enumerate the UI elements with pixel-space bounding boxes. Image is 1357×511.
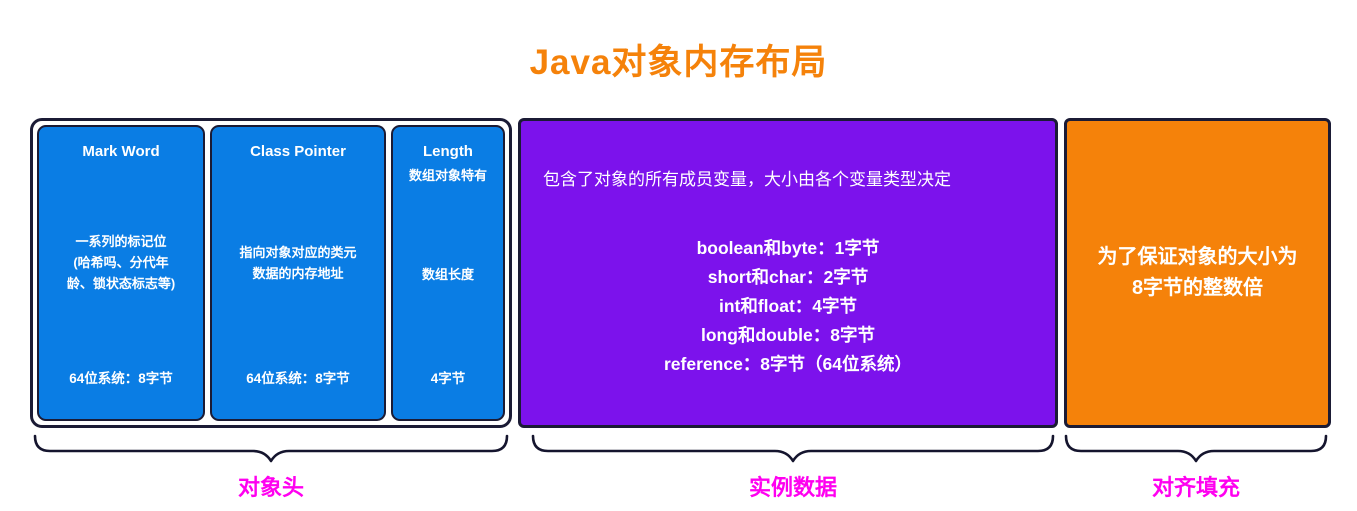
class-pointer-desc: 指向对象对应的类元 数据的内存地址	[239, 244, 357, 281]
instance-data-intro: 包含了对象的所有成员变量，大小由各个变量类型决定	[543, 170, 951, 189]
object-header-underbrace	[32, 433, 510, 463]
mark-word-box: Mark Word 一系列的标记位 (哈希吗、分代年 龄、锁状态标志等) 64位…	[37, 125, 205, 421]
type-size-line: long和double：8字节	[700, 325, 876, 345]
mark-word-desc: 一系列的标记位 (哈希吗、分代年 龄、锁状态标志等)	[66, 234, 176, 291]
object-header-group: Mark Word 一系列的标记位 (哈希吗、分代年 龄、锁状态标志等) 64位…	[30, 118, 512, 428]
length-title: Length	[422, 143, 473, 160]
class-pointer-box: Class Pointer 指向对象对应的类元 数据的内存地址 64位系统：8字…	[210, 125, 386, 421]
alignment-padding-underbrace	[1063, 433, 1329, 463]
instance-data-box: 包含了对象的所有成员变量，大小由各个变量类型决定 boolean和byte：1字…	[518, 118, 1058, 428]
instance-data-type-list: boolean和byte：1字节 short和char：2字节 int和floa…	[543, 234, 1033, 379]
length-subtitle: 数组对象特有	[408, 168, 487, 183]
mark-word-size: 64位系统：8字节	[69, 370, 173, 386]
length-box: Length 数组对象特有 数组长度 4字节	[391, 125, 505, 421]
length-size: 4字节	[430, 370, 466, 386]
class-pointer-size: 64位系统：8字节	[246, 371, 350, 386]
mark-word-title: Mark Word	[82, 143, 160, 160]
type-size-line: reference：8字节（64位系统）	[664, 354, 912, 374]
type-size-line: short和char：2字节	[707, 267, 869, 287]
class-pointer-title: Class Pointer	[250, 143, 346, 160]
diagram-title: Java对象内存布局	[529, 43, 828, 82]
alignment-padding-box: 为了保证对象的大小为 8字节的整数倍	[1064, 118, 1331, 428]
memory-layout-row: Mark Word 一系列的标记位 (哈希吗、分代年 龄、锁状态标志等) 64位…	[30, 118, 1331, 428]
length-title-block: Length 数组对象特有	[409, 143, 487, 184]
length-desc: 数组长度	[421, 267, 474, 283]
instance-data-label: 实例数据	[748, 475, 837, 500]
object-header-label: 对象头	[237, 475, 304, 500]
type-size-line: boolean和byte：1字节	[696, 238, 880, 258]
instance-data-underbrace	[530, 433, 1056, 463]
alignment-padding-label: 对齐填充	[1151, 475, 1240, 500]
type-size-line: int和float：4字节	[718, 296, 858, 316]
